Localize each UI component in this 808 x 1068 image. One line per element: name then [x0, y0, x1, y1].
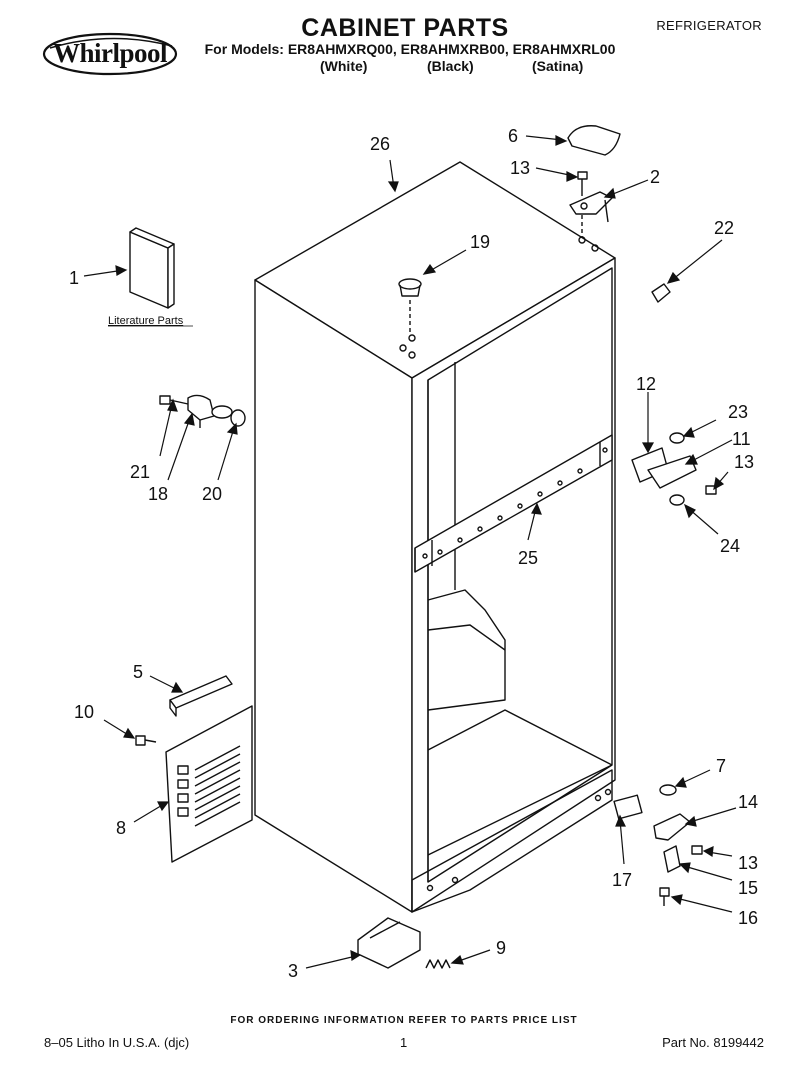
part-number: Part No. 8199442 — [662, 1035, 764, 1050]
leveling-spring — [425, 959, 451, 969]
finish-satina: (Satina) — [532, 58, 584, 74]
callout-12: 12 — [636, 374, 656, 394]
callout-23: 23 — [728, 402, 748, 422]
callout-2: 2 — [650, 167, 660, 187]
cabinet-shell — [254, 161, 616, 913]
callout-5: 5 — [133, 662, 143, 682]
top-hinge — [569, 191, 613, 223]
finish-black: (Black) — [427, 58, 474, 74]
callout-26: 26 — [370, 134, 390, 154]
callout-22: 22 — [714, 218, 734, 238]
hinge-clip — [651, 283, 671, 303]
callout-21: 21 — [130, 462, 150, 482]
literature-part — [129, 227, 175, 309]
callout-13-center: 13 — [734, 452, 754, 472]
callout-11: 11 — [732, 429, 751, 449]
hinge-screw-top — [577, 171, 588, 196]
top-hinge-cover — [567, 125, 621, 156]
door-stop-assembly — [159, 394, 246, 428]
callout-20: 20 — [202, 484, 222, 504]
whirlpool-logo — [42, 32, 178, 76]
callout-25: 25 — [518, 548, 538, 568]
ordering-note: FOR ORDERING INFORMATION REFER TO PARTS … — [230, 1015, 578, 1026]
grille-screw — [135, 735, 157, 746]
literature-label: Literature Parts — [108, 315, 184, 327]
callout-3: 3 — [288, 961, 298, 981]
page-number: 1 — [400, 1035, 408, 1050]
callout-15: 15 — [738, 878, 758, 898]
hole-plug — [398, 278, 422, 290]
callout-6: 6 — [508, 126, 518, 146]
callout-17: 17 — [612, 870, 632, 890]
models-line: For Models: ER8AHMXRQ00, ER8AHMXRB00, ER… — [204, 41, 616, 57]
category-label: REFRIGERATOR — [656, 18, 762, 33]
callout-19: 19 — [470, 232, 490, 252]
base-grille — [165, 705, 253, 863]
roller-assembly — [357, 917, 421, 969]
page-title: CABINET PARTS — [301, 14, 509, 42]
callout-18: 18 — [148, 484, 168, 504]
brand-wordmark: Whirlpool — [53, 38, 168, 68]
callout-13-bottom: 13 — [738, 853, 758, 873]
callout-9: 9 — [496, 938, 506, 958]
callout-1: 1 — [69, 268, 79, 288]
litho-info: 8–05 Litho In U.S.A. (djc) — [44, 1035, 190, 1050]
center-hinge — [631, 432, 717, 506]
mullion-part — [414, 434, 613, 573]
callout-10: 10 — [74, 702, 94, 722]
bottom-hinge — [613, 784, 703, 906]
callout-24: 24 — [720, 536, 740, 556]
callout-14: 14 — [738, 792, 758, 812]
finish-white: (White) — [320, 58, 368, 74]
callout-7: 7 — [716, 756, 726, 776]
callout-13-top: 13 — [510, 158, 530, 178]
callout-16: 16 — [738, 908, 758, 928]
callout-8: 8 — [116, 818, 126, 838]
